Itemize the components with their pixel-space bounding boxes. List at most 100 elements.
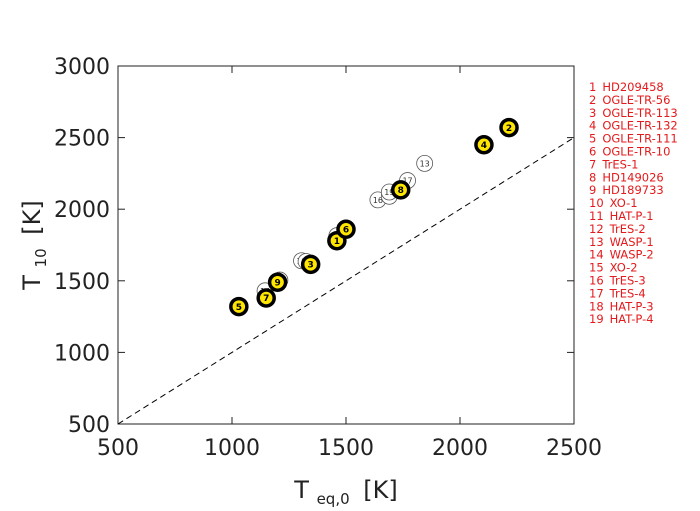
legend-item-number: 4 (589, 119, 596, 133)
y-tick-label: 2500 (54, 127, 110, 152)
legend-item: 4 OGLE-TR-132 (589, 119, 678, 133)
x-axis-title-sub: eq,0 (317, 490, 350, 508)
legend-item-number: 8 (589, 170, 596, 184)
data-point-9: 9 (267, 272, 288, 292)
point-label: 3 (308, 261, 314, 271)
legend-item-number: 6 (589, 145, 596, 159)
legend-item-name: WASP-2 (610, 248, 654, 262)
point-label: 8 (398, 186, 404, 196)
x-tick-label: 2000 (432, 436, 488, 461)
legend-item: 1 HD209458 (589, 80, 664, 94)
y-axis-title-main: T (18, 275, 46, 291)
x-axis-title-unit: [K] (363, 476, 397, 504)
legend-item: 12 TrES-2 (589, 222, 646, 236)
reference-line (117, 137, 575, 425)
legend-item-number: 15 (589, 261, 604, 275)
point-label: 5 (236, 303, 242, 313)
x-axis-title: T eq,0 [K] (293, 476, 397, 510)
legend-item-name: TrES-2 (609, 222, 646, 236)
legend-item-number: 12 (589, 222, 604, 236)
legend-item-name: HAT-P-4 (610, 312, 654, 326)
legend-item-name: OGLE-TR-56 (602, 93, 670, 107)
x-tick-label: 1000 (204, 436, 260, 461)
legend-item-name: XO-1 (610, 196, 638, 210)
y-axis-title-unit: [K] (18, 200, 46, 234)
point-marker (390, 180, 411, 200)
legend-item-number: 14 (589, 248, 604, 262)
data-point-5: 5 (229, 296, 249, 317)
point-label: 19 (384, 188, 394, 197)
legend-item: 17 TrES-4 (589, 286, 646, 300)
legend-item-name: TrES-1 (601, 157, 638, 171)
legend-item: 10 XO-1 (589, 196, 638, 210)
legend-item-number: 7 (589, 157, 596, 171)
legend-item: 15 XO-2 (589, 261, 638, 275)
x-tick-label: 500 (97, 436, 139, 461)
data-point-2: 2 (499, 117, 519, 138)
legend-item-name: TrES-4 (609, 286, 646, 300)
point-marker (267, 272, 288, 292)
data-point-13: 13 (416, 154, 434, 172)
legend-item: 9 HD189733 (589, 183, 664, 197)
y-tick-label: 2000 (54, 198, 110, 223)
legend-item-number: 9 (589, 183, 596, 197)
legend-item-name: HAT-P-1 (610, 209, 654, 223)
point-label: 6 (343, 225, 349, 235)
legend-item: 2 OGLE-TR-56 (589, 93, 670, 107)
legend-item: 14 WASP-2 (589, 248, 654, 262)
legend-item: 3 OGLE-TR-113 (589, 106, 678, 120)
legend-item-number: 1 (589, 80, 596, 94)
data-point-3: 3 (300, 254, 321, 275)
legend-item: 8 HD149026 (589, 170, 664, 184)
legend-item-number: 11 (589, 209, 604, 223)
y-tick-label: 500 (68, 413, 110, 438)
point-marker (229, 296, 249, 317)
data-point-8: 8 (390, 180, 411, 200)
legend-item: 19 HAT-P-4 (589, 312, 654, 326)
data-point-7: 7 (256, 288, 276, 308)
y-tick-label: 1500 (54, 270, 110, 295)
point-label: 9 (274, 278, 280, 288)
x-tick-label: 1500 (318, 436, 374, 461)
point-label: 7 (263, 294, 269, 304)
legend-item-name: XO-2 (610, 261, 638, 275)
point-marker (336, 219, 356, 239)
legend-item-number: 16 (589, 274, 604, 288)
x-axis-title-main: T (293, 476, 309, 504)
y-axis-title-sub: 10 (32, 248, 50, 267)
point-label: 2 (506, 124, 512, 134)
legend-item-number: 17 (589, 286, 604, 300)
point-marker (416, 154, 434, 172)
legend-item-name: WASP-1 (610, 235, 654, 249)
point-marker (256, 288, 276, 308)
legend-item-number: 3 (589, 106, 596, 120)
legend-item: 7 TrES-1 (589, 157, 638, 171)
legend-item-number: 19 (589, 312, 604, 326)
legend-item-number: 10 (589, 196, 604, 210)
legend-item-name: HAT-P-3 (610, 299, 654, 313)
point-label: 4 (481, 141, 487, 151)
legend-item-name: OGLE-TR-113 (602, 106, 677, 120)
legend-item-number: 2 (589, 93, 596, 107)
legend-item-name: HD189733 (602, 183, 663, 197)
legend-item: 5 OGLE-TR-111 (589, 132, 678, 146)
legend-item-name: OGLE-TR-111 (602, 132, 677, 146)
point-label: 17 (402, 177, 412, 186)
data-point-6: 6 (336, 219, 356, 239)
legend-item-name: OGLE-TR-132 (602, 119, 677, 133)
y-axis-title: T 10 [K] (18, 200, 52, 291)
point-label: 13 (420, 159, 430, 168)
point-label: 1 (334, 237, 340, 247)
legend-item-name: HD209458 (602, 80, 663, 94)
legend-item-name: HD149026 (602, 170, 663, 184)
legend-item: 11 HAT-P-1 (589, 209, 654, 223)
point-marker (300, 254, 321, 275)
legend-item-number: 5 (589, 132, 596, 146)
y-tick-label: 3000 (54, 55, 110, 80)
point-marker (499, 117, 519, 138)
